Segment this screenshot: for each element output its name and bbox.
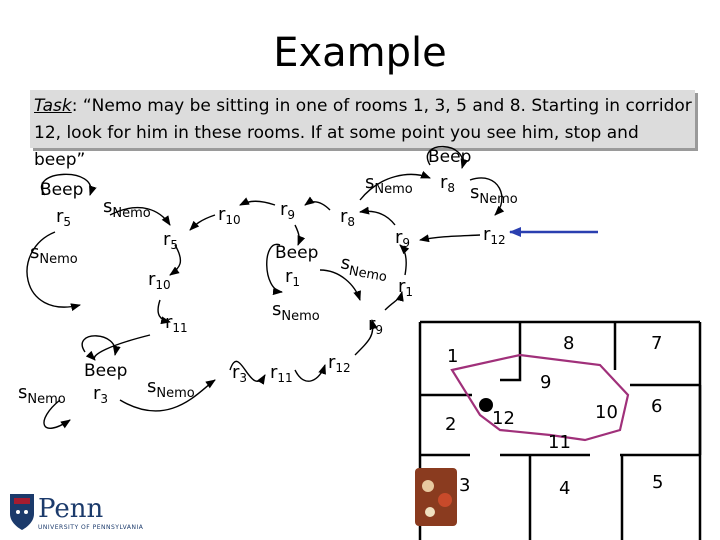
state-r5-top: r5 [56,206,71,229]
state-r10-top: r10 [218,204,241,227]
state-r9-low: r9 [368,314,383,337]
nemo-picture [415,468,457,526]
room-2: 2 [445,414,456,435]
state-r9-top: r9 [280,199,295,222]
state-beep-r8: r8 [440,172,455,195]
state-r10: r10 [148,269,171,292]
room-numbers: 1 2 3 4 5 6 7 8 9 10 11 12 [445,333,663,499]
room-4: 4 [559,478,570,499]
state-r12: r12 [328,352,351,375]
robot-marker [479,398,493,412]
beep-label-r8: Beep [428,147,471,167]
beep-label-r3: Beep [84,361,127,381]
room-1: 1 [447,346,458,367]
room-11: 11 [548,432,571,453]
guard-s-nemo: sNemo [103,196,151,221]
guard-s-nemo-center: sNemo [272,299,320,324]
room-12: 12 [492,408,515,429]
beep-label-r1: Beep [275,243,318,263]
state-r12-top: r12 [483,224,506,247]
state-r11: r11 [165,312,188,335]
map-walls [420,322,700,540]
room-6: 6 [651,396,662,417]
state-r1: r1 [398,276,413,299]
room-5: 5 [652,472,663,493]
guard-s-nemo-left: sNemo [30,242,78,267]
guard-s-nemo-top: sNemo [365,172,413,197]
penn-logo-text: Penn [38,494,103,524]
state-r8: r8 [340,206,355,229]
guard-s-nemo-bottom-left: sNemo [18,382,66,407]
state-r11-bottom: r11 [270,362,293,385]
state-beep-r1: r1 [285,266,300,289]
room-10: 10 [595,402,618,423]
room-7: 7 [651,333,662,354]
room-3: 3 [459,475,470,496]
state-r5: r5 [163,229,178,252]
guard-s-nemo-bottom: sNemo [147,376,195,401]
state-r9-mid: r9 [395,227,410,250]
floor-map: 1 2 3 4 5 6 7 8 9 10 11 12 [415,322,700,540]
guard-s-nemo-right: sNemo [470,182,518,207]
corridor-outline [452,355,628,440]
state-beep-r3: r3 [93,383,108,406]
room-8: 8 [563,333,574,354]
penn-logo-subtitle: UNIVERSITY OF PENNSYLVANIA [38,524,143,531]
room-9: 9 [540,372,551,393]
state-r3: r3 [232,362,247,385]
beep-label: Beep [40,180,83,200]
